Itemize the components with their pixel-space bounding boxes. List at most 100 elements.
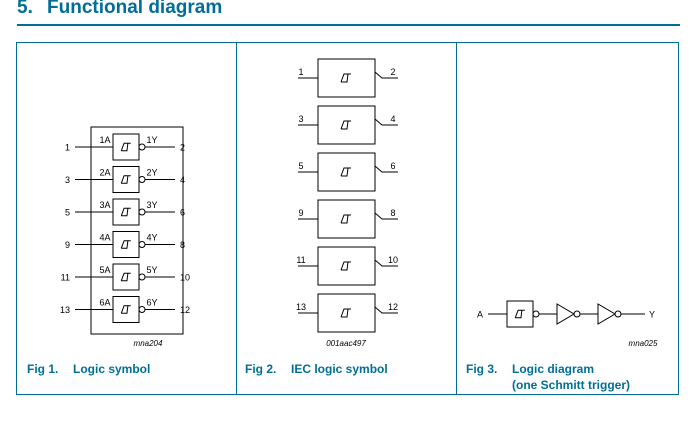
fig1-number: Fig 1. — [27, 362, 59, 376]
fig1-output-label: 5Y — [146, 265, 157, 275]
panel-divider-1 — [236, 42, 237, 395]
fig1-input-pin: 3 — [65, 175, 70, 185]
schmitt-trigger-icon — [514, 309, 525, 319]
fig1-input-label: 4A — [99, 233, 110, 243]
fig2-title: IEC logic symbol — [291, 362, 388, 376]
schmitt-trigger-icon — [340, 261, 351, 271]
inversion-bubble-icon — [138, 176, 146, 183]
fig1-gate-box — [112, 231, 140, 258]
fig1-output-label: 3Y — [146, 200, 157, 210]
fig1-caption: Fig 1. Logic symbol — [27, 361, 150, 377]
fig1-gate-box — [112, 296, 140, 323]
inversion-bubble-icon — [614, 310, 622, 318]
heading-rule — [17, 24, 680, 26]
fig2-output-wire — [374, 71, 398, 79]
fig2-output-wire — [374, 306, 398, 314]
schmitt-trigger-icon — [120, 305, 131, 314]
schmitt-trigger-icon — [120, 207, 131, 217]
fig3-output-label: Y — [649, 310, 655, 320]
inversion-bubble-icon — [138, 143, 146, 151]
fig1-output-pin: 2 — [180, 143, 185, 153]
fig3-schmitt-box — [506, 300, 534, 328]
schmitt-trigger-icon — [340, 120, 351, 130]
fig1-output-pin: 12 — [180, 305, 190, 315]
fig1-gate-box — [112, 133, 140, 161]
fig2-input-pin: 9 — [298, 208, 303, 218]
fig2-gate-box — [317, 152, 376, 192]
fig1-output-pin: 4 — [180, 175, 185, 185]
schmitt-trigger-icon — [120, 142, 131, 152]
fig1-output-pin: 6 — [180, 208, 185, 218]
fig2-output-pin: 4 — [390, 114, 395, 124]
fig1-input-pin: 11 — [61, 273, 70, 283]
fig2-output-pin: 12 — [388, 302, 398, 312]
fig1-input-pin: 5 — [65, 208, 70, 218]
inverter-triangle-icon — [597, 303, 616, 325]
fig1-title: Logic symbol — [73, 362, 151, 376]
fig1-output-pin: 8 — [180, 240, 185, 250]
schmitt-trigger-icon — [340, 214, 351, 224]
fig1-input-label: 1A — [99, 135, 110, 145]
schmitt-trigger-icon — [120, 175, 131, 184]
fig1-gate-box — [112, 198, 140, 226]
fig2-figure-code: 001aac497 — [326, 339, 366, 348]
fig2-number: Fig 2. — [245, 362, 277, 376]
fig2-gate-box — [317, 199, 376, 239]
schmitt-trigger-icon — [340, 73, 351, 83]
fig2-output-pin: 2 — [390, 67, 395, 77]
fig2-output-pin: 10 — [388, 255, 398, 265]
fig1-output-pin: 10 — [180, 273, 190, 283]
fig1-gate-box — [112, 263, 140, 291]
fig1-input-label: 5A — [99, 265, 110, 275]
fig3-number: Fig 3. — [466, 362, 498, 376]
inverter-triangle-icon — [556, 303, 575, 325]
fig3-input-label: A — [477, 310, 483, 320]
fig3-caption: Fig 3. Logic diagram (one Schmitt trigger… — [466, 361, 630, 393]
fig2-input-pin: 11 — [296, 255, 305, 265]
fig2-output-pin: 6 — [390, 161, 395, 171]
fig3-title: Logic diagram — [512, 362, 595, 376]
fig2-input-pin: 1 — [298, 67, 303, 77]
figure-frame — [16, 42, 679, 395]
inversion-bubble-icon — [138, 306, 146, 313]
fig2-output-wire — [374, 118, 398, 126]
fig2-output-wire — [374, 165, 398, 173]
panel-divider-2 — [456, 42, 457, 395]
schmitt-trigger-icon — [120, 240, 131, 249]
inversion-bubble-icon — [138, 241, 146, 248]
fig2-input-pin: 5 — [298, 161, 303, 171]
section-heading: 5. Functional diagram — [17, 0, 222, 19]
fig1-input-label: 3A — [99, 200, 110, 210]
fig2-gate-box — [317, 246, 376, 286]
fig3-title-line2: (one Schmitt trigger) — [512, 378, 631, 392]
fig2-output-wire — [374, 212, 398, 220]
fig1-gate-box — [112, 166, 140, 193]
schmitt-trigger-icon — [340, 167, 351, 177]
fig1-input-label: 2A — [99, 168, 110, 178]
fig2-input-pin: 3 — [298, 114, 303, 124]
fig1-input-pin: 9 — [65, 240, 70, 250]
section-number: 5. — [17, 0, 33, 18]
fig1-input-pin: 13 — [60, 305, 70, 315]
fig2-gate-box — [317, 105, 376, 145]
fig1-input-label: 6A — [99, 298, 110, 308]
fig1-figure-code: mna204 — [134, 339, 163, 348]
fig1-output-label: 1Y — [146, 135, 157, 145]
fig2-gate-box — [317, 293, 376, 333]
inversion-bubble-icon — [138, 273, 146, 281]
fig3-figure-code: mna025 — [629, 339, 658, 348]
inversion-bubble-icon — [532, 310, 540, 318]
fig2-output-pin: 8 — [390, 208, 395, 218]
fig2-caption: Fig 2. IEC logic symbol — [245, 361, 388, 377]
inversion-bubble-icon — [573, 310, 581, 318]
fig2-input-pin: 13 — [296, 302, 306, 312]
schmitt-trigger-icon — [120, 272, 131, 282]
fig1-input-pin: 1 — [65, 143, 70, 153]
fig1-output-label: 6Y — [146, 298, 157, 308]
schmitt-trigger-icon — [340, 308, 351, 318]
fig1-output-label: 4Y — [146, 233, 157, 243]
section-title: Functional diagram — [47, 0, 223, 18]
fig2-gate-box — [317, 58, 376, 98]
